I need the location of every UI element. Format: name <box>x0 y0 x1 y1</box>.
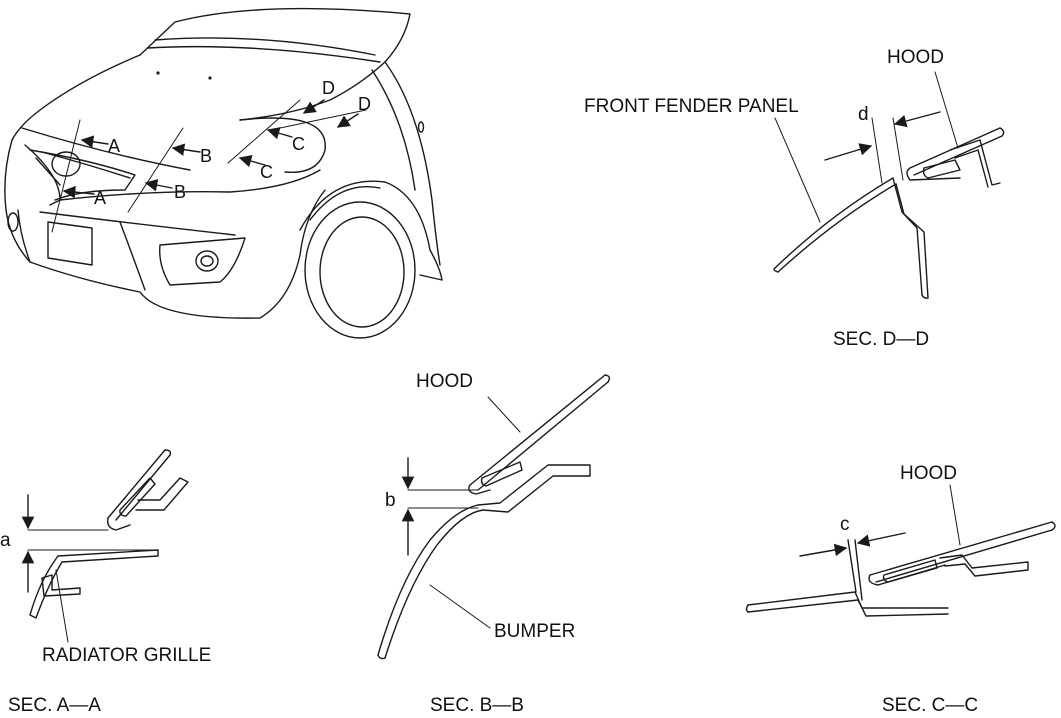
label-dimension-d: d <box>858 104 869 125</box>
car-marker-b: B <box>200 146 212 166</box>
car-marker-b: B <box>174 182 186 202</box>
car-marker-a: A <box>108 136 120 156</box>
label-section-c: SEC. C—C <box>882 695 978 716</box>
label-dimension-a: a <box>0 530 11 551</box>
label-section-a: SEC. A—A <box>8 695 101 716</box>
label-bumper: BUMPER <box>494 621 575 642</box>
car-marker-c: C <box>260 162 273 182</box>
label-hood-b: HOOD <box>416 371 473 392</box>
car-marker-d: D <box>358 94 371 114</box>
section-c-drawing <box>745 484 1056 617</box>
car-front-illustration <box>4 7 443 339</box>
car-marker-d: D <box>322 78 335 98</box>
section-a-drawing <box>21 449 189 643</box>
label-front-fender-panel: FRONT FENDER PANEL <box>584 96 799 117</box>
label-hood-c: HOOD <box>900 463 957 484</box>
car-marker-c: C <box>292 134 305 154</box>
label-section-b: SEC. B—B <box>430 695 524 716</box>
label-radiator-grille: RADIATOR GRILLE <box>42 645 211 666</box>
label-section-d: SEC. D—D <box>833 329 929 350</box>
label-dimension-c: c <box>840 514 850 535</box>
car-marker-a: A <box>94 188 106 208</box>
label-dimension-b: b <box>385 490 396 511</box>
section-d-drawing <box>773 71 1005 299</box>
section-b-drawing <box>377 374 611 660</box>
label-hood-d: HOOD <box>887 47 944 68</box>
